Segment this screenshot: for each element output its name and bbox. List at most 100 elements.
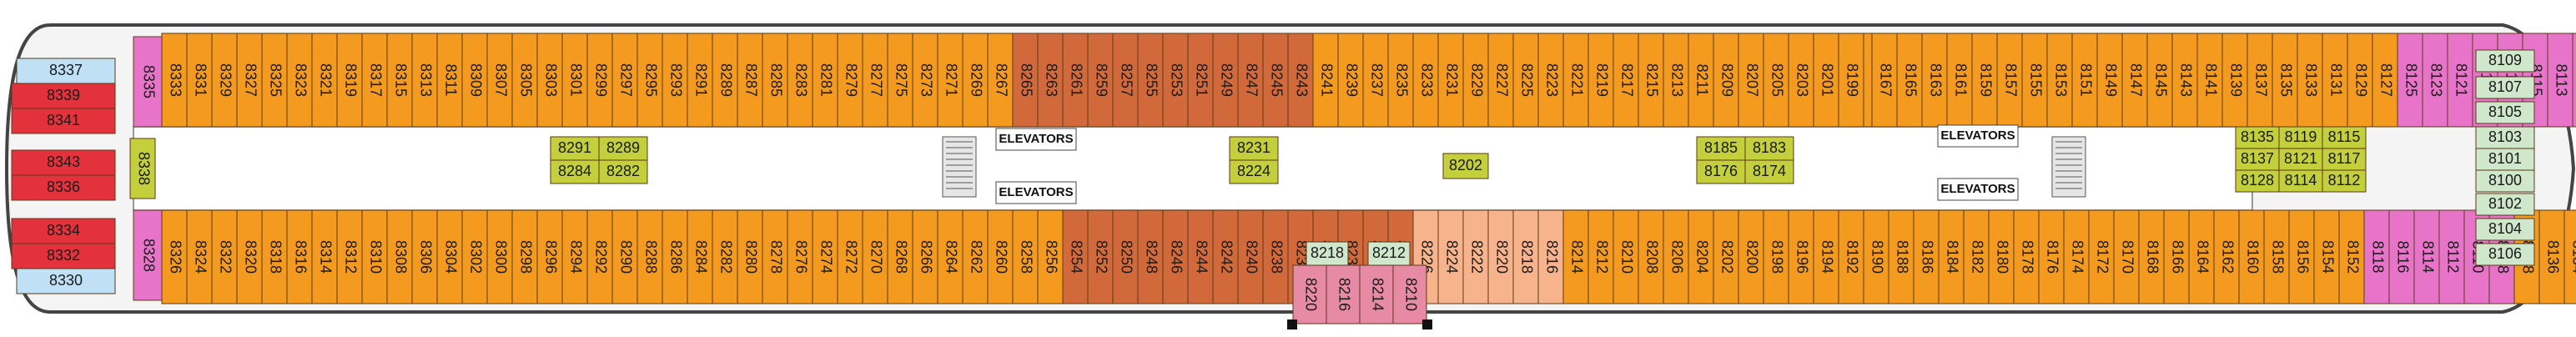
cabin-number: 8212 xyxy=(1593,240,1610,274)
cabin-number: 8310 xyxy=(367,240,384,274)
cabin-number: 8107 xyxy=(2488,78,2522,95)
cabin-bottom xyxy=(1638,209,1664,304)
cabin-bow xyxy=(2475,101,2535,124)
cabin-number: 8276 xyxy=(792,240,809,274)
cabin-top xyxy=(1012,33,1039,128)
cabin-top xyxy=(1362,33,1389,128)
cabin-number: 8247 xyxy=(1243,63,1260,97)
cabin-number: 8223 xyxy=(1543,63,1560,97)
cabin-number: 8301 xyxy=(567,63,584,97)
cabin-top xyxy=(2071,33,2098,128)
cabin-number: 8231 xyxy=(1237,139,1270,156)
cabin-number: 8176 xyxy=(2044,240,2060,274)
cabin-number: 8139 xyxy=(2227,63,2244,97)
cabin-number: 8160 xyxy=(2244,240,2261,274)
cabin-number: 8252 xyxy=(1093,240,1109,274)
cabin-number: 8288 xyxy=(642,240,659,274)
cabin-top xyxy=(611,33,638,128)
cabin-bottom xyxy=(436,209,463,304)
cabin-number: 8170 xyxy=(2119,240,2136,274)
cabin-bottom xyxy=(2538,209,2565,304)
cabin-top xyxy=(1487,33,1514,128)
cabin-aft xyxy=(11,218,116,244)
cabin-number: 8253 xyxy=(1168,63,1185,97)
cabin-number: 8256 xyxy=(1043,240,1059,274)
cabin-bottom xyxy=(862,209,888,304)
cabin-top xyxy=(486,33,513,128)
cabin-bottom xyxy=(1863,209,1889,304)
cabin-top xyxy=(1437,33,1464,128)
cabin-top xyxy=(511,33,538,128)
cabin-number: 8240 xyxy=(1243,240,1260,274)
cabin-number: 8121 xyxy=(2453,63,2469,97)
cabin-corridor xyxy=(1744,136,1794,161)
cabin-bottom xyxy=(2163,209,2190,304)
cabin-bottom xyxy=(311,209,338,304)
cabin-bow xyxy=(2475,126,2535,149)
cabin-bottom xyxy=(1888,209,1914,304)
cabin-number: 8274 xyxy=(818,240,834,274)
cabin-bottom xyxy=(1087,209,1114,304)
cabin-number: 8330 xyxy=(49,272,83,289)
cabin-number: 8325 xyxy=(267,63,284,97)
cabin-number: 8326 xyxy=(167,240,184,274)
cabin-number: 8328 xyxy=(140,239,157,272)
cabin-bottom xyxy=(762,209,788,304)
cabin-number: 8166 xyxy=(2169,240,2186,274)
cabin-top xyxy=(2397,33,2423,128)
cabin-number: 8227 xyxy=(1493,63,1510,97)
cabin-number: 8238 xyxy=(1268,240,1285,274)
cabin-number: 8172 xyxy=(2094,240,2111,274)
cabin-number: 8186 xyxy=(1919,240,1935,274)
cabin-number: 8158 xyxy=(2269,240,2286,274)
cabin-number: 8154 xyxy=(2319,240,2336,274)
cabin-number: 8134 xyxy=(2569,240,2576,274)
cabin-number: 8106 xyxy=(2488,245,2522,262)
cabin-bottom xyxy=(662,209,688,304)
cabin-number: 8105 xyxy=(2488,103,2522,120)
cabin-bottom xyxy=(1137,209,1164,304)
cabin-top xyxy=(1537,33,1564,128)
cabin-number: 8178 xyxy=(2019,240,2035,274)
cabin-forward xyxy=(2278,169,2323,193)
cabin-number: 8265 xyxy=(1018,63,1034,97)
cabin-bottom xyxy=(1262,209,1289,304)
cabin-number: 8245 xyxy=(1268,63,1285,97)
cabin-number: 8231 xyxy=(1443,63,1460,97)
cabin-top xyxy=(1921,33,1948,128)
cabin-top xyxy=(311,33,338,128)
cabin-bottom xyxy=(787,209,813,304)
cabin-number: 8152 xyxy=(2344,240,2361,274)
cabin-number: 8335 xyxy=(140,65,157,98)
cabin-number: 8213 xyxy=(1668,63,1685,97)
cabin-number: 8114 xyxy=(2419,241,2436,274)
cabin-number: 8315 xyxy=(392,63,409,97)
cabin-number: 8289 xyxy=(717,63,734,97)
cabin-forward xyxy=(2322,169,2367,193)
cabin-number: 8282 xyxy=(606,163,640,179)
cabin-number: 8112 xyxy=(2444,241,2461,274)
cabin-number: 8321 xyxy=(317,63,334,97)
cabin-number: 8304 xyxy=(442,240,459,274)
cabin-number: 8280 xyxy=(742,240,759,274)
cabin-number: 8260 xyxy=(993,240,1009,274)
cabin-number: 8337 xyxy=(49,62,83,78)
cabin-number: 8168 xyxy=(2144,240,2161,274)
cabin-number: 8299 xyxy=(592,63,609,97)
cabin-number: 8225 xyxy=(1518,63,1535,97)
cabin-number: 8306 xyxy=(417,240,434,274)
cabin-midship xyxy=(1359,264,1394,324)
cabin-number: 8266 xyxy=(918,240,934,274)
cabin-number: 8285 xyxy=(767,63,784,97)
cabin-top xyxy=(2572,33,2576,128)
cabin-number: 8272 xyxy=(843,240,859,274)
cabin-top xyxy=(787,33,813,128)
cabin-aft xyxy=(16,58,116,84)
cabin-number: 8308 xyxy=(392,240,409,274)
cabin-number: 8156 xyxy=(2294,240,2311,274)
cabin-number: 8153 xyxy=(2052,63,2069,97)
cabin-bottom xyxy=(1112,209,1139,304)
cabin-number: 8261 xyxy=(1068,63,1084,97)
cabin-number: 8273 xyxy=(918,63,934,97)
cabin-number: 8204 xyxy=(1693,240,1710,274)
